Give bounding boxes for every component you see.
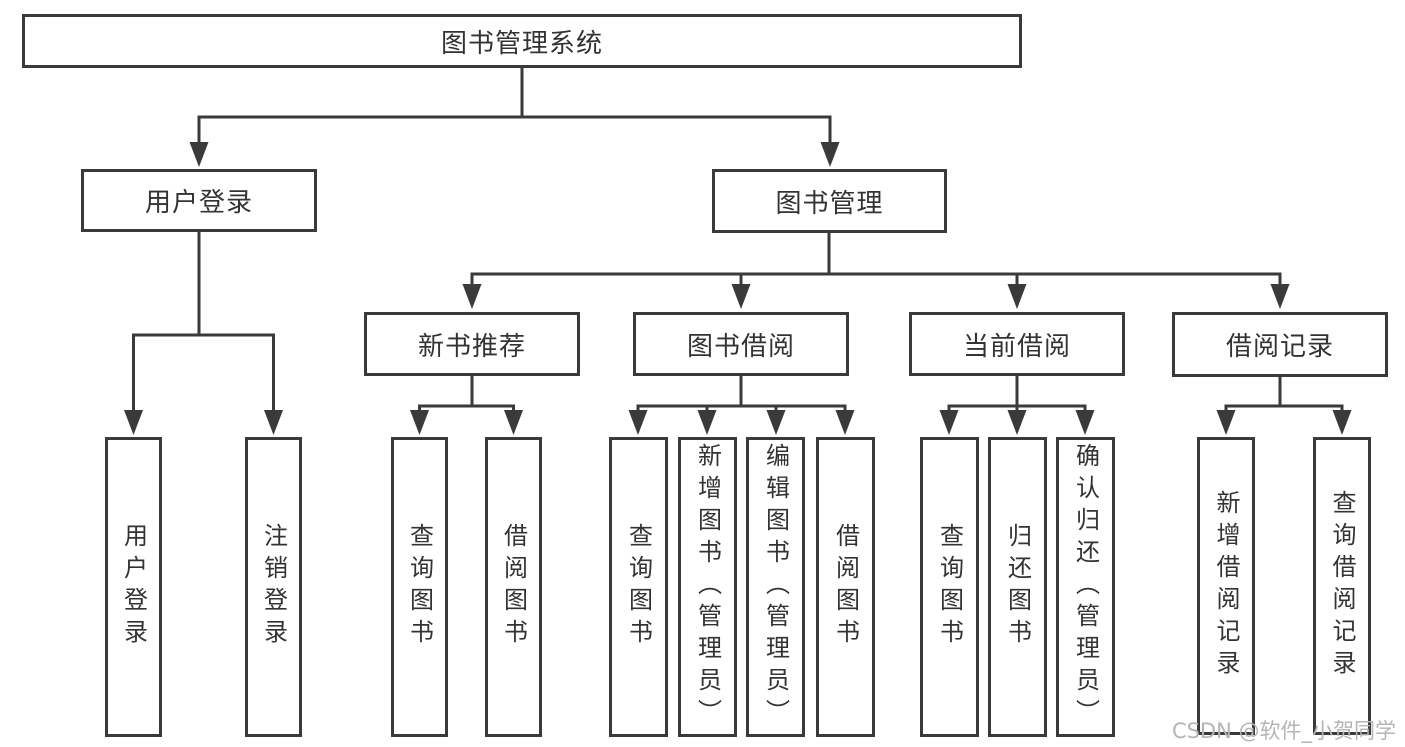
arrowhead-down	[731, 284, 751, 309]
arrowhead-down	[1332, 410, 1352, 435]
leaf-query-book-rec-label: 查询图书	[405, 523, 434, 651]
arrowhead-down	[697, 410, 717, 435]
node-book-borrow-label: 图书借阅	[686, 331, 795, 362]
leaf-add-book-admin-label: 新增图书（管理员）	[693, 443, 722, 731]
node-borrow-record: 借阅记录	[1172, 312, 1388, 377]
arrowhead-down	[189, 142, 209, 167]
node-book-borrow: 图书借阅	[633, 312, 849, 376]
node-root: 图书管理系统	[22, 14, 1022, 68]
leaf-return-book: 归还图书	[988, 437, 1047, 737]
arrowhead-down	[1007, 284, 1027, 309]
node-new-book-rec-label: 新书推荐	[417, 331, 526, 362]
leaf-borrow-book-borrow: 借阅图书	[816, 437, 875, 737]
node-book-mgmt: 图书管理	[712, 169, 947, 233]
arrowhead-down	[939, 410, 959, 435]
leaf-confirm-return-admin: 确认归还（管理员）	[1056, 437, 1115, 737]
arrowhead-down	[504, 410, 523, 435]
arrowhead-down	[820, 142, 840, 167]
node-borrow-record-label: 借阅记录	[1225, 332, 1334, 362]
leaf-user-login: 用户登录	[105, 437, 162, 737]
leaf-edit-book-admin: 编辑图书（管理员）	[746, 437, 805, 737]
node-new-book-rec: 新书推荐	[364, 312, 580, 376]
node-current-borrow-label: 当前借阅	[962, 331, 1071, 362]
arrowhead-down	[766, 410, 786, 435]
leaf-add-borrow-record: 新增借阅记录	[1197, 437, 1255, 735]
arrowhead-down	[628, 410, 648, 435]
arrowhead-down	[1216, 410, 1236, 435]
arrowhead-down	[264, 410, 283, 435]
arrowhead-down	[1007, 410, 1027, 435]
arrowhead-down	[124, 410, 143, 435]
leaf-logout-label: 注销登录	[259, 523, 288, 651]
leaf-query-borrow-record-label: 查询借阅记录	[1328, 490, 1356, 682]
arrowhead-down	[1075, 410, 1095, 435]
leaf-query-book-current: 查询图书	[920, 437, 979, 737]
leaf-query-book-borrow: 查询图书	[609, 437, 668, 737]
node-current-borrow: 当前借阅	[909, 312, 1125, 376]
node-root-label: 图书管理系统	[440, 28, 603, 59]
leaf-add-borrow-record-label: 新增借阅记录	[1212, 490, 1240, 682]
leaf-edit-book-admin-label: 编辑图书（管理员）	[761, 443, 790, 731]
arrowhead-down	[1270, 284, 1290, 309]
leaf-query-book-borrow-label: 查询图书	[624, 523, 653, 651]
leaf-query-book-rec: 查询图书	[391, 437, 448, 737]
csdn-watermark: CSDN @软件_小贺同学	[1171, 719, 1396, 743]
leaf-user-login-label: 用户登录	[119, 523, 148, 651]
node-book-mgmt-label: 图书管理	[775, 188, 884, 219]
arrowhead-down	[835, 410, 855, 435]
node-user-login-label: 用户登录	[144, 188, 253, 218]
leaf-return-book-label: 归还图书	[1003, 523, 1032, 651]
leaf-logout: 注销登录	[245, 437, 302, 737]
leaf-borrow-book-rec: 借阅图书	[485, 437, 542, 737]
arrowhead-down	[410, 410, 429, 435]
leaf-confirm-return-admin-label: 确认归还（管理员）	[1071, 443, 1100, 731]
leaf-query-book-current-label: 查询图书	[935, 523, 964, 651]
node-user-login: 用户登录	[81, 169, 317, 232]
arrowhead-down	[462, 284, 482, 309]
leaf-query-borrow-record: 查询借阅记录	[1313, 437, 1371, 735]
leaf-borrow-book-rec-label: 借阅图书	[499, 523, 528, 651]
leaf-borrow-book-borrow-label: 借阅图书	[831, 523, 860, 651]
leaf-add-book-admin: 新增图书（管理员）	[678, 437, 737, 737]
